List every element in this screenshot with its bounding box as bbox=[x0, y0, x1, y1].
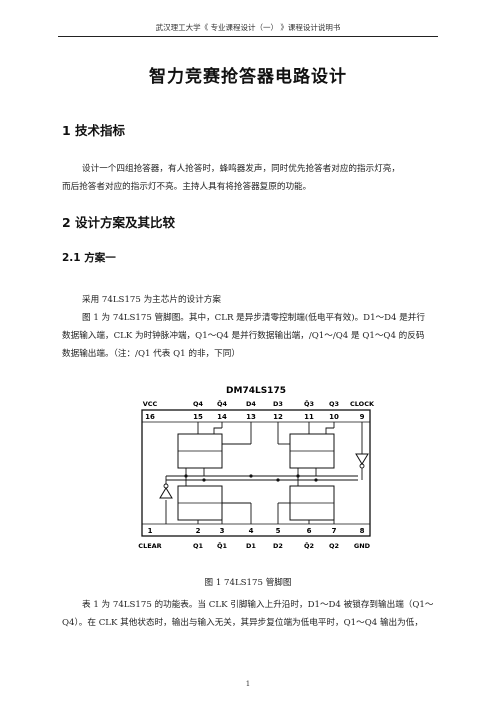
bottom-pin-number-4: 5 bbox=[276, 527, 281, 535]
bottom-pin-label-5: Q̄2 bbox=[304, 541, 314, 550]
bottom-pin-label-3: D1 bbox=[246, 542, 256, 550]
top-pin-number-3: 13 bbox=[246, 413, 256, 421]
section-1-paragraph-line-2: 而后抢答者对应的指示灯不亮。主持人具有将抢答器复原的功能。 bbox=[62, 182, 312, 192]
page-number: 1 bbox=[245, 680, 251, 688]
section-2-heading: 2 设计方案及其比较 bbox=[62, 215, 176, 230]
top-pin-number-4: 12 bbox=[273, 413, 283, 421]
top-pin-label-5: Q̄3 bbox=[304, 399, 314, 408]
bottom-pin-label-6: Q2 bbox=[329, 542, 339, 550]
header-rule bbox=[58, 36, 438, 37]
section-2-1-heading: 2.1 方案一 bbox=[62, 252, 116, 264]
top-pin-label-4: D3 bbox=[273, 400, 283, 408]
flip-flop-2 bbox=[289, 485, 335, 521]
top-pin-number-6: 10 bbox=[329, 413, 339, 421]
chip-name: DM74LS175 bbox=[226, 386, 286, 396]
flip-flop-3 bbox=[289, 433, 335, 469]
top-pin-label-0: VCC bbox=[143, 400, 158, 408]
section-1-heading: 1 技术指标 bbox=[62, 123, 126, 138]
document-title: 智力竞赛抢答器电路设计 bbox=[149, 67, 347, 87]
bottom-pin-label-4: D2 bbox=[273, 542, 283, 550]
section-2-line-6: Q4）。在 CLK 其他状态时，输出与输入无关，其异步复位端为低电平时，Q1～Q… bbox=[62, 618, 423, 628]
flip-flop-4 bbox=[177, 433, 223, 469]
top-pin-label-2: Q̄4 bbox=[217, 399, 228, 408]
section-2-line-4: 数据输出端。（注：/Q1 代表 Q1 的非，下同） bbox=[62, 349, 240, 359]
top-pin-number-1: 15 bbox=[193, 413, 203, 421]
bottom-pin-numbers: 1 2 3 4 5 6 7 8 bbox=[148, 527, 365, 535]
bottom-pin-number-6: 7 bbox=[332, 527, 337, 535]
section-2-line-1: 采用 74LS175 为主芯片的设计方案 bbox=[82, 295, 221, 305]
top-pin-number-2: 14 bbox=[217, 413, 227, 421]
top-pin-label-7: CLOCK bbox=[350, 400, 375, 408]
top-pin-number-7: 9 bbox=[360, 413, 365, 421]
clear-buffer-symbol bbox=[159, 487, 173, 499]
top-pin-numbers: 16 15 14 13 12 11 10 9 bbox=[145, 413, 364, 421]
chip-body bbox=[141, 409, 371, 537]
section-2-line-3: 数据输入端，CLK 为时钟脉冲端，Q1～Q4 是并行数据输出端，/Q1～/Q4 … bbox=[62, 331, 425, 341]
clock-buffer-symbol bbox=[355, 453, 369, 465]
bottom-pin-label-7: GND bbox=[354, 542, 371, 550]
section-2-line-2: 图 1 为 74LS175 管脚图。其中，CLR 是异步清零控制端(低电平有效)… bbox=[82, 313, 425, 323]
section-2-line-5: 表 1 为 74LS175 的功能表。当 CLK 引脚输入上升沿时，D1～D4 … bbox=[82, 600, 434, 610]
running-header: 武汉理工大学《 专业课程设计（一） 》课程设计说明书 bbox=[155, 23, 341, 32]
top-pin-number-0: 16 bbox=[145, 413, 155, 421]
top-pin-label-1: Q4 bbox=[193, 400, 204, 408]
bottom-pin-number-2: 3 bbox=[220, 527, 225, 535]
bottom-pin-number-5: 6 bbox=[307, 527, 312, 535]
junction-dots bbox=[184, 474, 318, 482]
bottom-pin-labels: CLEAR Q1 Q̄1 D1 D2 Q̄2 Q2 GND bbox=[138, 541, 370, 550]
top-pin-label-6: Q3 bbox=[329, 400, 339, 408]
top-pin-number-5: 11 bbox=[304, 413, 314, 421]
bottom-pin-number-1: 2 bbox=[196, 527, 201, 535]
top-pin-label-3: D4 bbox=[246, 400, 256, 408]
section-1-paragraph-line-1: 设计一个四组抢答器，有人抢答时，蜂鸣器发声，同时优先抢答者对应的指示灯亮， bbox=[82, 164, 400, 174]
bottom-pin-number-3: 4 bbox=[249, 527, 254, 535]
bottom-pin-number-0: 1 bbox=[148, 527, 153, 535]
top-pin-labels: VCC Q4 Q̄4 D4 D3 Q̄3 Q3 CLOCK bbox=[143, 399, 375, 408]
bottom-pin-label-1: Q1 bbox=[193, 542, 204, 550]
internal-wiring bbox=[165, 422, 363, 524]
bottom-pin-label-2: Q̄1 bbox=[217, 541, 228, 550]
bottom-pin-number-7: 8 bbox=[360, 527, 365, 535]
bottom-pin-label-0: CLEAR bbox=[138, 542, 161, 550]
flip-flop-1 bbox=[177, 485, 223, 521]
figure-caption: 图 1 74LS175 管脚图 bbox=[204, 578, 292, 588]
